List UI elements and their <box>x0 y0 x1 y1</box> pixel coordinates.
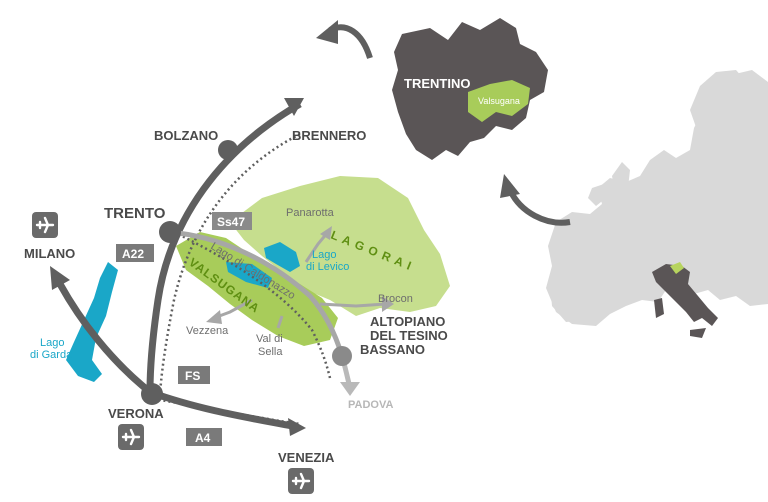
fs-badge <box>178 366 210 384</box>
label-val: Val di <box>256 333 283 345</box>
iberia <box>550 258 616 322</box>
panarotta-arrow-head <box>320 226 332 240</box>
node-verona <box>141 383 163 405</box>
ss47-label: Ss47 <box>217 215 245 229</box>
lago-di-garda <box>66 262 118 382</box>
brocon-arrow-head <box>382 296 394 312</box>
europe-map <box>546 70 768 338</box>
label-sella: Sella <box>258 346 283 358</box>
lago-di-levico <box>264 242 300 272</box>
label-altopiano-2: DEL TESINO <box>370 328 448 343</box>
label-milano: MILANO <box>24 246 75 261</box>
a4-east <box>148 388 293 430</box>
lagorai-area <box>230 176 450 316</box>
label-garda-2: di Garda <box>30 349 73 361</box>
a4-east-arrow-head <box>288 418 306 436</box>
valsugana-inset-label: Valsugana <box>478 96 520 106</box>
arrow-to-inset-head <box>316 20 338 44</box>
ss47-road <box>167 229 345 357</box>
node-trento <box>159 221 181 243</box>
label-verona: VERONA <box>108 406 164 421</box>
a22-label: A22 <box>122 247 144 261</box>
label-bassano: BASSANO <box>360 342 425 357</box>
airplane-icon-verona <box>118 424 144 450</box>
label-garda-1: Lago <box>40 337 64 349</box>
a22-arrow-head <box>284 98 304 116</box>
label-brocon: Brocon <box>378 293 413 305</box>
node-bassano <box>332 346 352 366</box>
label-bolzano: BOLZANO <box>154 128 218 143</box>
airplane-icon-venezia <box>288 468 314 494</box>
arrow-from-europe-curve <box>507 188 571 226</box>
a4-west <box>56 282 153 395</box>
label-levico-2: di Levico <box>306 261 349 273</box>
vezzena-arrow-head <box>206 310 222 324</box>
a22-motorway <box>146 100 302 393</box>
label-padova: PADOVA <box>348 399 393 411</box>
britain <box>610 162 634 216</box>
a4-badge <box>186 428 222 446</box>
label-venezia: VENEZIA <box>278 450 335 465</box>
label-vezzena: Vezzena <box>186 325 229 337</box>
trentino-marker <box>670 262 684 274</box>
valsugana-inset-shape <box>468 80 530 122</box>
arrow-from-europe-head <box>500 174 520 198</box>
italy <box>652 264 718 326</box>
trentino-inset: TRENTINO Valsugana <box>392 18 548 160</box>
airplane-icon-milano <box>32 212 58 238</box>
road-brocon <box>319 302 387 308</box>
label-levico-1: Lago <box>312 249 336 261</box>
node-bolzano <box>218 140 238 160</box>
label-brennero: BRENNERO <box>292 128 366 143</box>
sardinia <box>654 298 664 318</box>
a4-label: A4 <box>195 431 211 445</box>
trentino-label: TRENTINO <box>404 76 470 91</box>
padova-arrow-head <box>340 382 360 396</box>
label-trento: TRENTO <box>104 205 166 222</box>
scandinavia <box>690 70 750 150</box>
a22-badge <box>116 244 154 262</box>
road-val-di-sella <box>276 315 284 329</box>
label-altopiano-1: ALTOPIANO <box>370 314 445 329</box>
local-map: A22 Ss47 FS A4 BOLZANO BRENNERO TRENTO M… <box>24 98 450 494</box>
ireland <box>588 184 606 206</box>
valsugana-area <box>176 232 338 346</box>
sicily <box>690 328 706 338</box>
a4-west-arrow-head <box>50 266 70 290</box>
ss47-badge <box>212 212 252 230</box>
trentino-shape <box>392 18 548 160</box>
fs-label: FS <box>185 369 200 383</box>
label-panarotta: Panarotta <box>286 207 335 219</box>
